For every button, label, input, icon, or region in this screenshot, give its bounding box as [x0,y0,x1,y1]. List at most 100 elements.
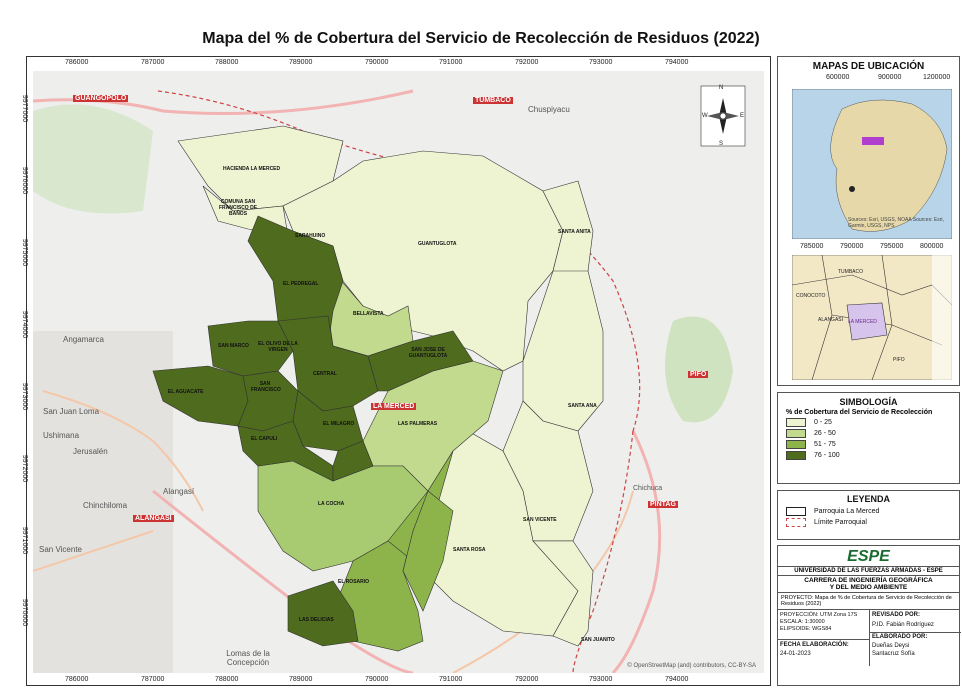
titleblock-grid: PROYECCIÓN: UTM Zona 17S ESCALA: 1:30000… [778,610,961,666]
sector-label: SAN JOSE DE GUANTUGLOTA [408,347,448,359]
tick-label: 9977000 [21,94,29,123]
location-panel: MAPAS DE UBICACIÓN 600000 900000 1200000… [777,56,960,386]
sector-label: LAS PALMERAS [398,421,438,427]
inset1-ticks: 600000 900000 1200000 [778,72,959,84]
inset-place: ALANGASI [818,317,844,323]
place-jerusalen: Jerusalén [73,447,108,456]
ecuador-inset [792,89,952,239]
place-la-merced: LA MERCED [371,403,417,410]
inset-place: TUMBACO [838,269,863,275]
legend-class: 51 - 75 [786,440,959,449]
tick-label: 786000 [65,59,89,66]
sector-label: CENTRAL [313,371,337,377]
tick-label: 785000 [800,243,824,250]
sector-label: EL OLIVO DE LA VIRGEN [258,341,298,353]
inset-place: CONOCOTO [796,293,826,299]
inset-place: PIFO [893,357,905,363]
tick-label: 793000 [589,59,613,66]
legend-swatch [786,429,806,438]
legend-swatch [786,440,806,449]
sector-label: BELLAVISTA [353,311,384,317]
tick-label: 9976000 [21,166,29,195]
tick-label: 9970000 [21,598,29,627]
legend-swatch [786,451,806,460]
tick-label: 790000 [365,676,389,683]
made-label: ELABORADO POR: [872,634,928,640]
boundary-swatch [786,518,806,527]
place-ushimana: Ushimana [43,431,80,440]
place-chuspiyacu: Chuspiyacu [528,105,570,114]
title-block: ESPE UNIVERSIDAD DE LAS FUERZAS ARMADAS … [777,545,961,686]
projection: PROYECCIÓN: UTM Zona 17S [780,612,858,618]
tick-label: 789000 [289,676,313,683]
sector-label: EL MILAGRO [323,421,355,427]
map-canvas[interactable]: N S E W GUANGOPOLO TUMBACO Chuspiyacu An… [33,71,764,673]
sector-label: SAN FRANCISCO [251,381,281,393]
tick-label: 786000 [65,676,89,683]
inset2-ticks: 785000 790000 795000 800000 [792,243,952,253]
tick-label: 1200000 [923,74,951,81]
parish-polygons [152,125,604,652]
legend-class: 26 - 50 [786,429,959,438]
legend-class: 76 - 100 [786,451,959,460]
north-arrow [700,85,746,147]
career-line2: Y DEL MEDIO AMBIENTE [778,584,959,593]
sector-label: SARAHUINO [295,233,326,239]
sector-label: SANTA ANITA [558,229,591,235]
legend-class: 0 - 25 [786,418,959,427]
tick-label: 794000 [665,59,689,66]
espe-logo: ESPE [847,548,890,565]
reviewed-by: P.ID. Fabián Rodríguez [872,622,934,628]
inset-place: LA MERCED [848,319,877,325]
project-line: PROYECTO: Mapa de % de Cobertura de Serv… [778,593,959,610]
scale: ESCALA: 1:30000 [780,619,825,625]
place-chinchiloma: Chinchiloma [83,501,128,510]
sector-label: LAS DELICIAS [299,617,334,623]
made-by-2: Santacruz Sofía [872,651,915,657]
compass-e: E [740,113,745,119]
tick-label: 792000 [515,676,539,683]
sector-label: SANTA ROSA [453,547,486,553]
tick-label: 787000 [141,676,165,683]
compass-w: W [702,113,708,119]
tick-label: 9975000 [21,238,29,267]
sector-label: SAN VICENTE [523,517,557,523]
leyenda-item: Límite Parroquial [786,518,959,527]
tick-label: 794000 [665,676,689,683]
symbology-subtitle: % de Cobertura del Servicio de Recolecci… [786,409,933,416]
tick-label: 9974000 [21,310,29,339]
symbology-title: SIMBOLOGÍA [839,397,898,407]
sector-label: LA COCHA [318,501,345,507]
symbology-panel: SIMBOLOGÍA % de Cobertura del Servicio d… [777,392,960,484]
sector-label: GUANTUGLOTA [418,241,457,247]
parish-inset [792,255,952,380]
place-san-juan-loma: San Juan Loma [43,407,100,416]
location-title: MAPAS DE UBICACIÓN [812,61,925,72]
sector-label: EL AGUACATE [168,389,204,395]
map-attribution: © OpenStreetMap (and) contributors, CC-B… [627,663,756,669]
tick-label: 788000 [215,676,239,683]
tick-label: 787000 [141,59,165,66]
compass-n: N [719,85,724,91]
place-san-vicente-west: San Vicente [39,545,82,554]
tick-label: 792000 [515,59,539,66]
tick-label: 788000 [215,59,239,66]
leyenda-label: Parroquia La Merced [814,508,880,515]
legend-label: 76 - 100 [814,452,840,459]
place-pifo: PIFO [688,371,709,378]
sector-label: SAN JUANITO [581,637,615,643]
compass-s: S [719,141,724,147]
sector-label: COMUNA SAN FRANCISCO DE BAÑOS [218,199,258,217]
place-guangopolo: GUANGOPOLO [73,95,129,102]
place-angamarca: Angamarca [63,335,104,344]
leyenda-title: LEYENDA [846,494,890,504]
made-by-1: Dueñas Deysi [872,643,910,649]
legend-label: 0 - 25 [814,419,832,426]
tick-label: 791000 [439,59,463,66]
sector-label: SAN MARCO [218,343,249,349]
parish-outline-swatch [786,507,806,516]
legend-swatch [786,418,806,427]
tick-label: 9973000 [21,382,29,411]
place-pintag: PINTAG [648,501,678,508]
